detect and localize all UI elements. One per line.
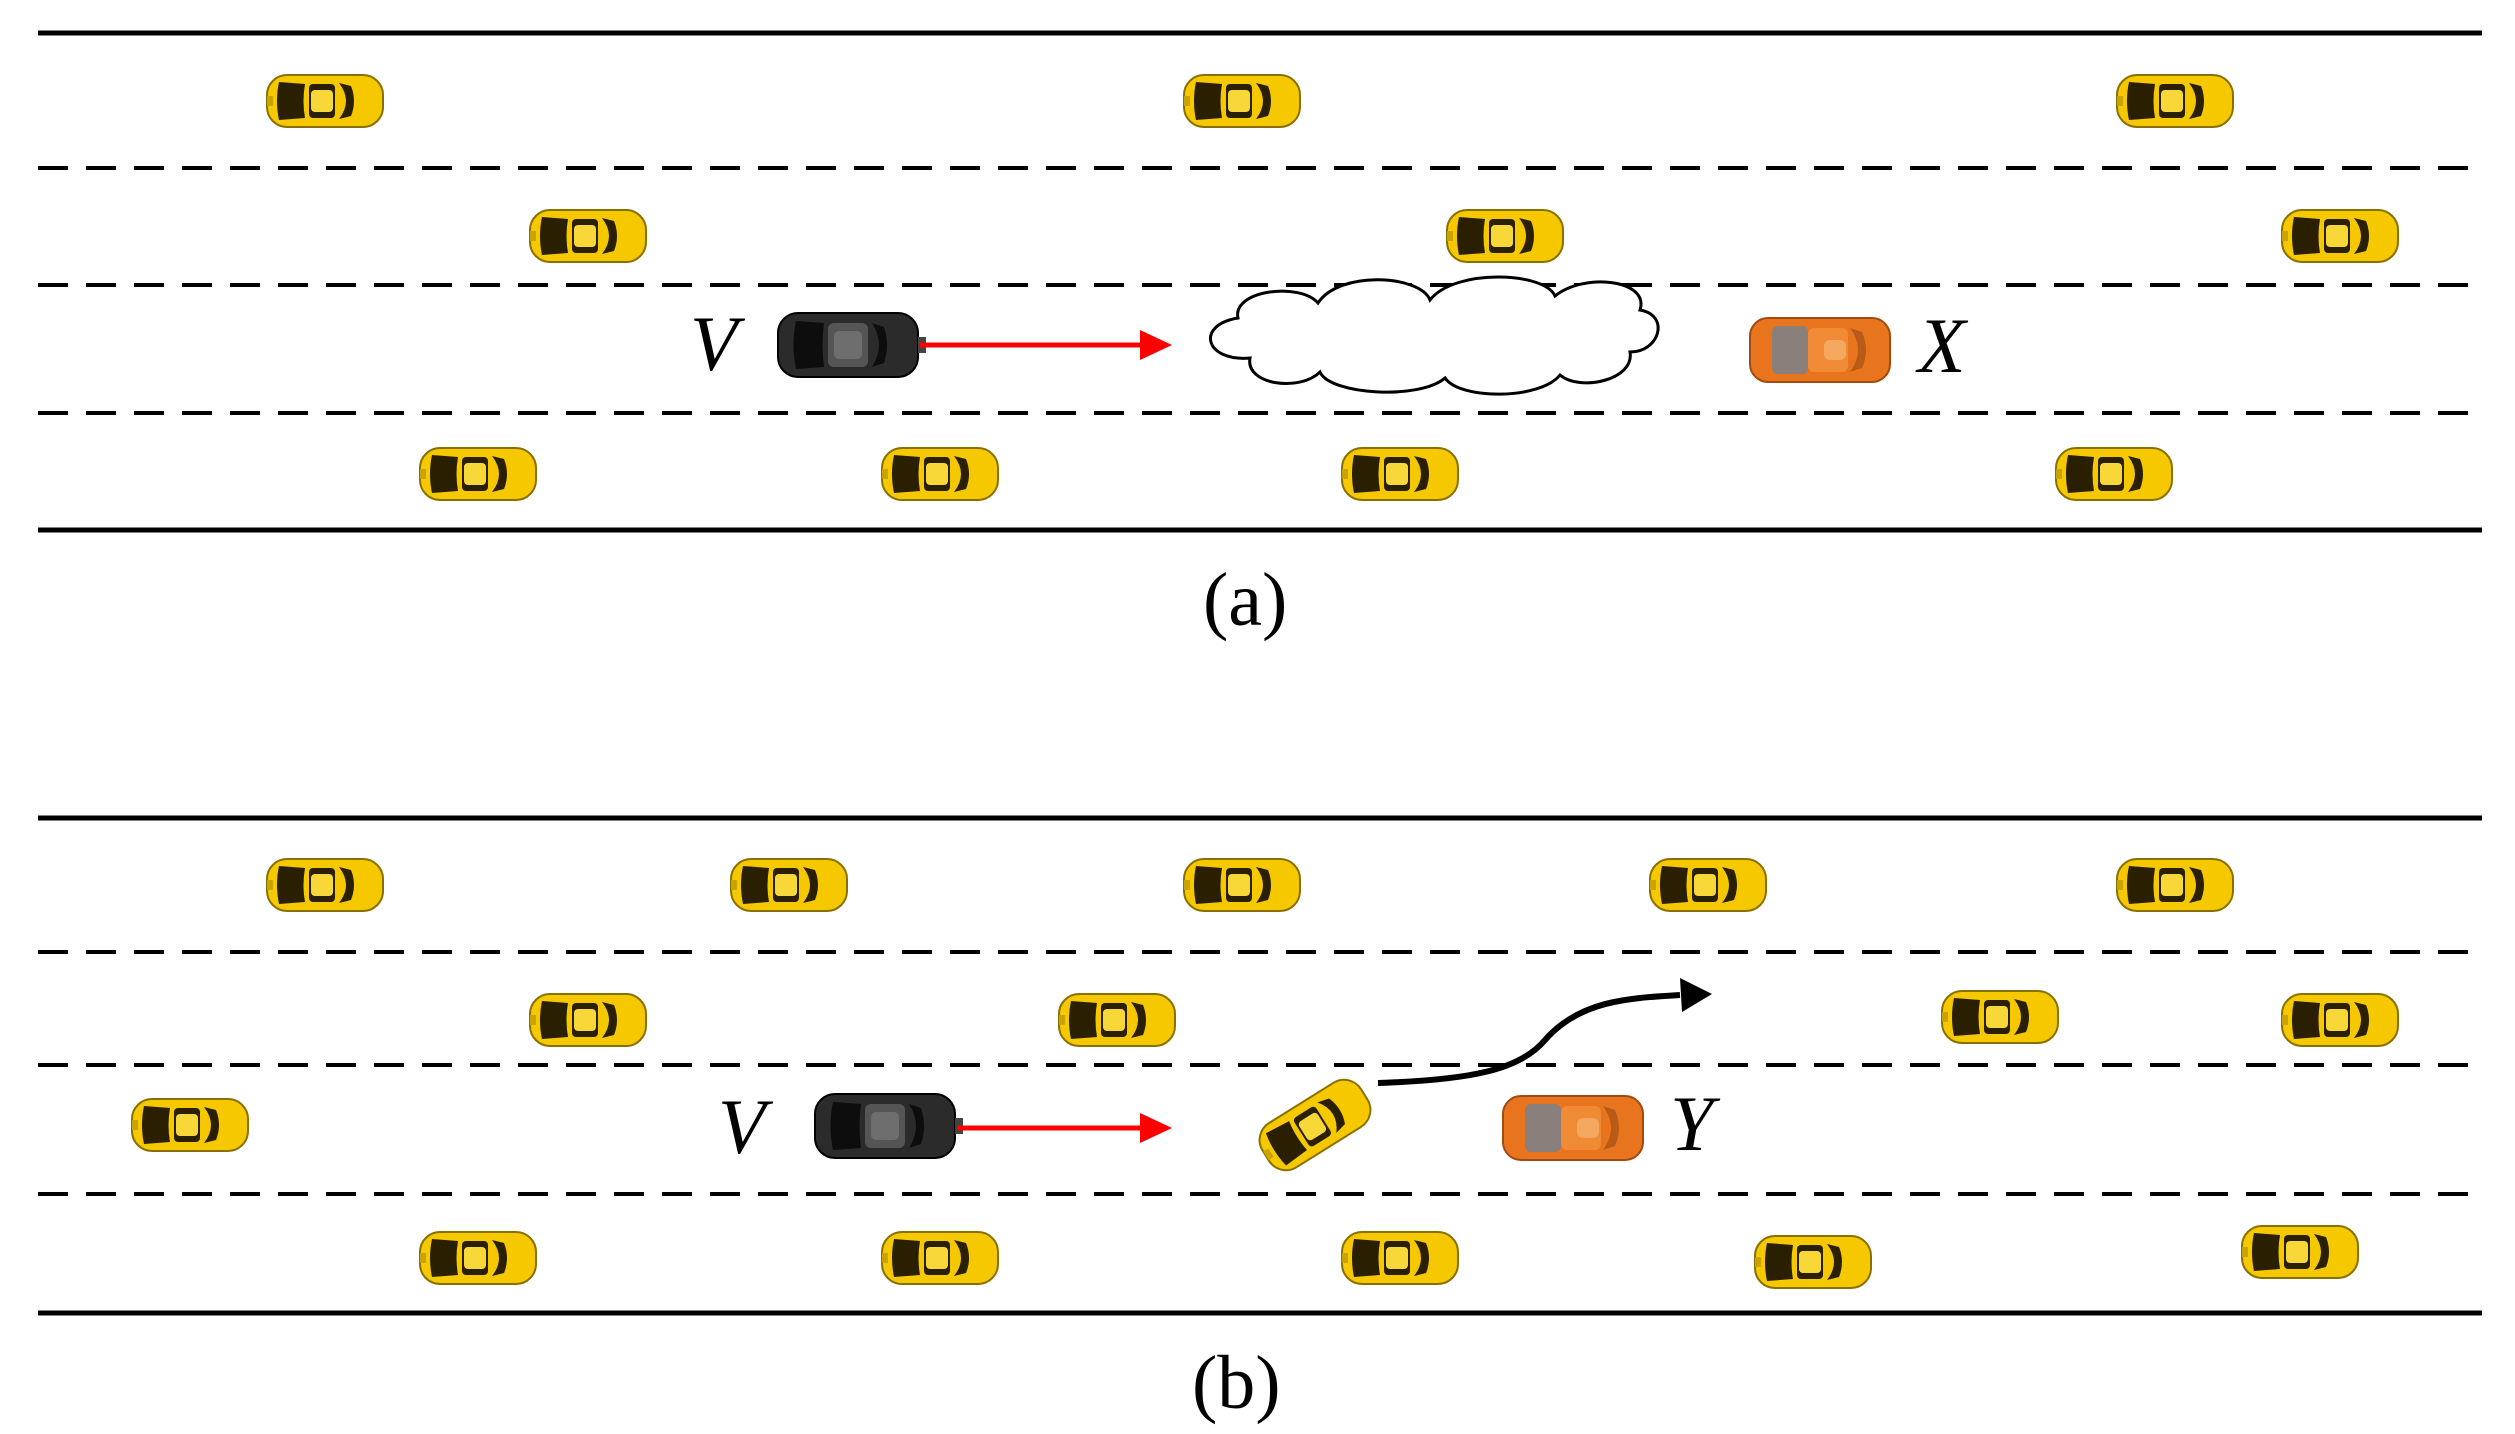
lane-changing-vehicle: [1251, 1071, 1379, 1179]
traffic-car: [2116, 74, 2234, 128]
panel-a: V X (a): [38, 30, 2482, 642]
target-vehicle: [1502, 1095, 1644, 1161]
traffic-car: [266, 74, 384, 128]
traffic-car: [1941, 990, 2059, 1044]
traffic-car: [529, 209, 647, 263]
traffic-car: [266, 858, 384, 912]
traffic-car: [881, 1231, 999, 1285]
traffic-car: [730, 858, 848, 912]
traffic-car: [1341, 447, 1459, 501]
traffic-car: [2281, 993, 2399, 1047]
traffic-car: [419, 447, 537, 501]
view-arrow-head: [1140, 330, 1172, 360]
fog-cloud: [1209, 275, 1660, 396]
traffic-car: [1058, 993, 1176, 1047]
panel-caption: (b): [1192, 1341, 1281, 1425]
ego-vehicle: [777, 312, 927, 378]
target-vehicle-label: X: [1915, 302, 1969, 389]
target-vehicle-label: Y: [1670, 1080, 1721, 1167]
traffic-car: [1446, 209, 1564, 263]
traffic-car: [1183, 74, 1301, 128]
traffic-car: [1649, 858, 1767, 912]
traffic-car: [1183, 858, 1301, 912]
lane-change-path: [1377, 992, 1681, 1086]
traffic-car: [529, 993, 647, 1047]
traffic-car: [1341, 1231, 1459, 1285]
traffic-car: [2116, 858, 2234, 912]
lane-change-path-head: [1680, 978, 1712, 1012]
traffic-car: [2281, 209, 2399, 263]
ego-vehicle-label: V: [690, 300, 746, 387]
panel-caption: (a): [1203, 558, 1287, 642]
ego-vehicle-label: V: [718, 1083, 774, 1170]
traffic-car: [881, 447, 999, 501]
traffic-car: [131, 1098, 249, 1152]
view-arrow-head: [1140, 1113, 1172, 1143]
traffic-car: [2241, 1225, 2359, 1279]
target-vehicle: [1749, 317, 1891, 383]
traffic-car: [2055, 447, 2173, 501]
ego-vehicle: [814, 1093, 964, 1159]
traffic-car: [419, 1231, 537, 1285]
traffic-car: [1754, 1235, 1872, 1289]
panel-b: V Y (b): [38, 815, 2482, 1425]
